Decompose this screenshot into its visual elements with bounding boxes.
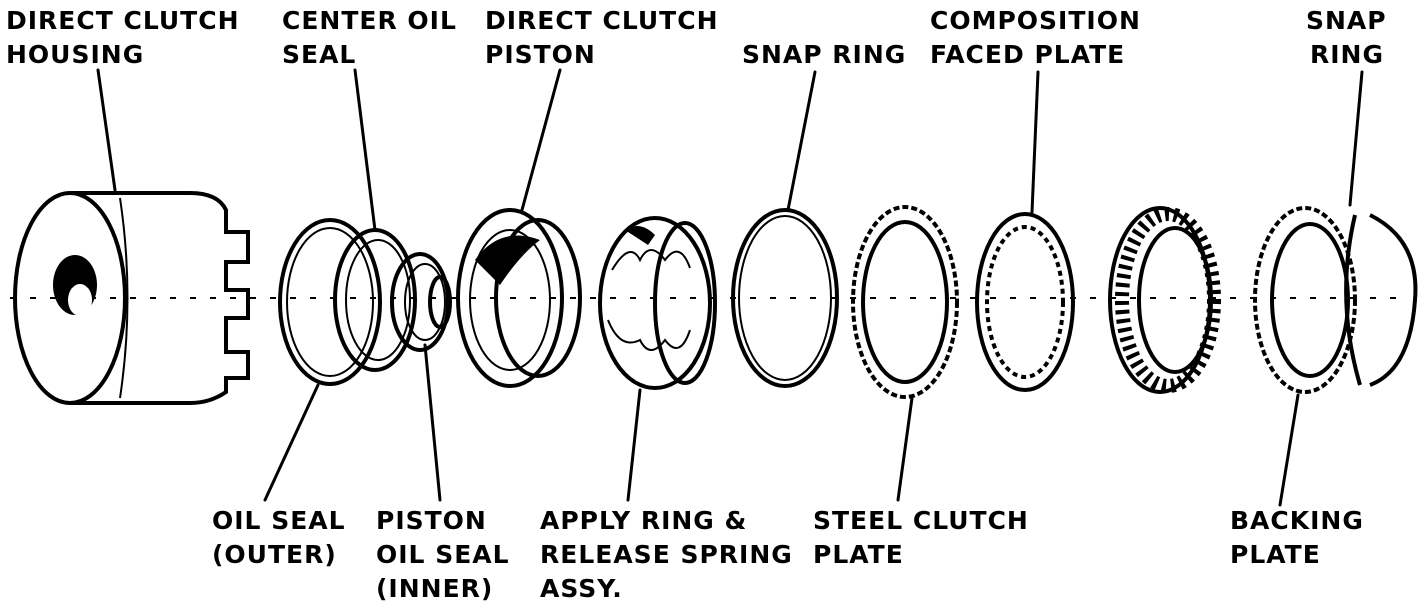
label-piston-oil-seal-inner: PISTON OIL SEAL (INNER) (376, 506, 510, 603)
label-snap-ring-1: SNAP RING (742, 40, 907, 69)
snap-ring-2-drawing (1344, 213, 1418, 387)
label-direct-clutch-housing: DIRECT CLUTCH HOUSING (6, 6, 240, 69)
label-apply-ring-release-spring: APPLY RING & RELEASE SPRING ASSY. (540, 506, 793, 603)
outer-oil-seal-drawing (278, 218, 382, 386)
leader-lines (96, 68, 1364, 507)
label-oil-seal-outer: OIL SEAL (OUTER) (212, 506, 346, 569)
label-snap-ring-2: SNAP RING (1306, 6, 1387, 69)
label-backing-plate: BACKING PLATE (1230, 506, 1364, 569)
label-center-oil-seal: CENTER OIL SEAL (282, 6, 457, 69)
snap-ring-1-drawing (731, 208, 839, 388)
apply-ring-drawing (598, 216, 717, 390)
clutch-piston-drawing (456, 208, 582, 388)
clutch-housing-drawing (13, 191, 250, 405)
label-steel-clutch-plate: STEEL CLUTCH PLATE (813, 506, 1029, 569)
composition-plate-drawing (975, 212, 1075, 392)
center-oil-seal-drawing (333, 228, 417, 372)
label-direct-clutch-piston: DIRECT CLUTCH PISTON (485, 6, 719, 69)
backing-plate-drawing (1253, 206, 1357, 394)
inner-oil-seal-drawing (390, 252, 452, 352)
steel-clutch-plate-drawing (851, 205, 959, 399)
plate-stack-drawing (1108, 206, 1221, 394)
label-composition-faced-plate: COMPOSITION FACED PLATE (930, 6, 1141, 69)
